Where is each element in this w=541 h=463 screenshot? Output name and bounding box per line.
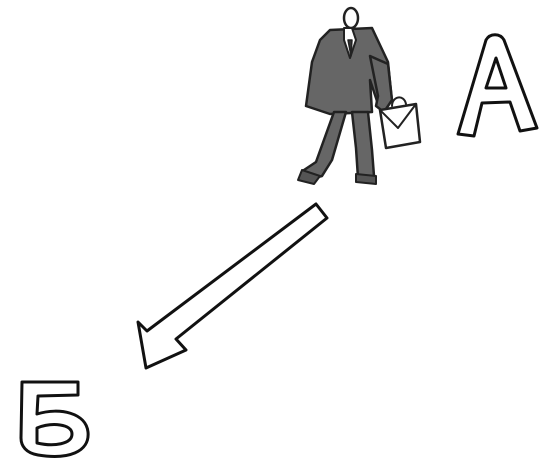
letter-a-outline — [458, 35, 537, 136]
head-shape — [344, 8, 358, 28]
letter-b-outline — [21, 382, 88, 456]
shoe-front-shape — [356, 174, 376, 184]
businessman-with-briefcase-icon — [298, 8, 420, 184]
briefcase-handle-shape — [392, 97, 406, 106]
front-leg-shape — [352, 112, 374, 178]
arrow-down-left-icon — [138, 204, 327, 368]
back-leg-shape — [304, 112, 346, 180]
